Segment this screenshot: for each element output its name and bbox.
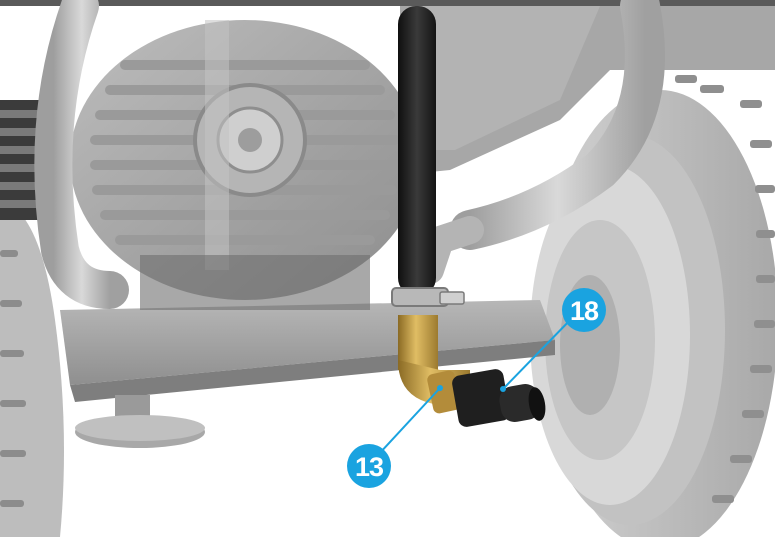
left-wheel bbox=[0, 200, 64, 537]
hose bbox=[391, 6, 465, 307]
brass-elbow-fitting bbox=[398, 315, 470, 414]
coupling bbox=[452, 369, 546, 427]
callout-18: 18 bbox=[562, 288, 606, 332]
callout-13: 13 bbox=[347, 444, 391, 488]
leader-dot-13 bbox=[437, 385, 443, 391]
callout-13-badge bbox=[347, 444, 391, 488]
callout-13-label: 13 bbox=[355, 452, 384, 482]
leader-line-18 bbox=[502, 314, 576, 390]
top-border bbox=[0, 0, 775, 6]
callout-18-label: 18 bbox=[570, 296, 599, 326]
callout-18-badge bbox=[562, 288, 606, 332]
foot-pad bbox=[75, 395, 205, 448]
hopper-face bbox=[420, 6, 600, 150]
leader-line-13 bbox=[377, 387, 441, 456]
motor bbox=[70, 20, 420, 300]
leader-dot-18 bbox=[500, 386, 506, 392]
